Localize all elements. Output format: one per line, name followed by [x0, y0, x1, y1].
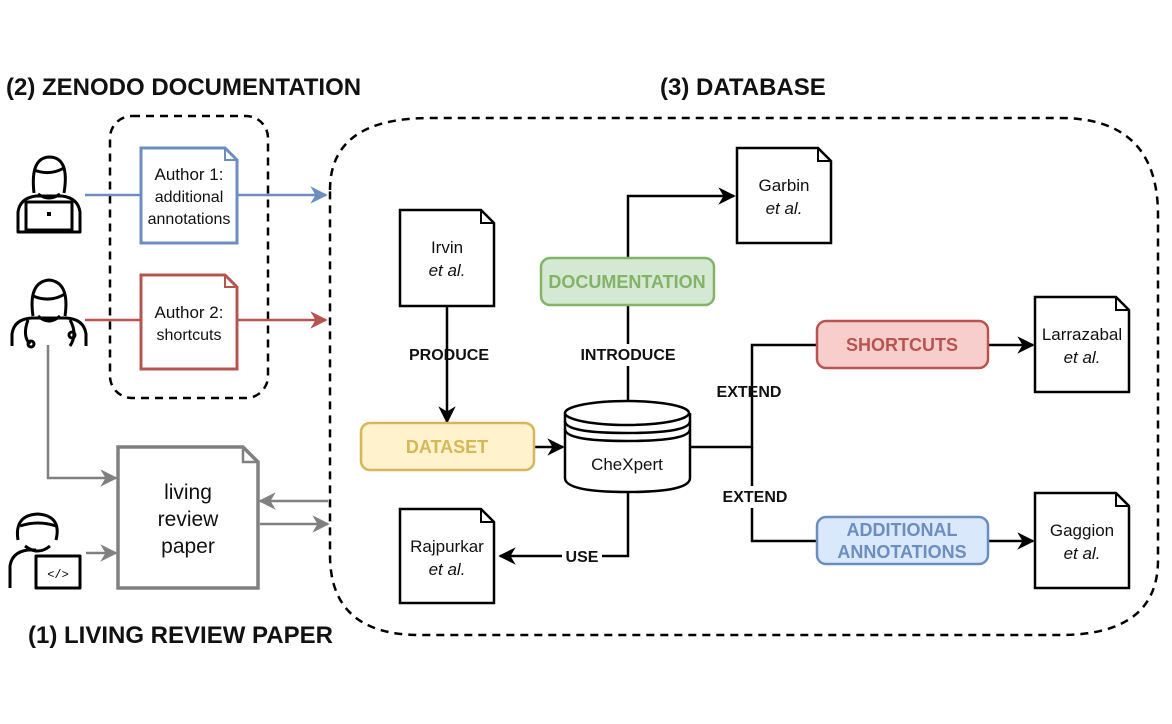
author2-line1: Author 2: — [155, 303, 224, 322]
doctor-to-paper-arrow — [46, 345, 118, 487]
doctor-stethoscope-icon — [10, 278, 88, 349]
dataset-label: DATASET — [406, 437, 488, 457]
svg-text:</>: </> — [47, 568, 69, 582]
shortcuts-label: SHORTCUTS — [846, 335, 958, 355]
shortcuts-tag: SHORTCUTS — [815, 319, 990, 370]
extend-bottom-label-bg — [716, 486, 794, 508]
additional-annotations-tag: ADDITIONAL ANNOTATIONS — [815, 515, 990, 566]
living-review-line2: review — [158, 508, 220, 531]
chexpert-database-icon: CheXpert — [563, 399, 692, 494]
extend-bottom-label: EXTEND — [723, 489, 788, 506]
extend-top-label: EXTEND — [717, 384, 782, 401]
irvin-doc: Irvin et al. — [398, 208, 496, 308]
garbin-doc: Garbin et al. — [735, 146, 833, 245]
produce-label: PRODUCE — [409, 347, 489, 364]
introduce-label: INTRODUCE — [580, 347, 675, 364]
use-label: USE — [566, 549, 599, 566]
larrazabal-doc: Larrazabal et al. — [1033, 295, 1131, 394]
gaggion-doc: Gaggion et al. — [1033, 491, 1131, 590]
garbin-etal: et al. — [766, 199, 803, 218]
rajpurkar-etal: et al. — [429, 560, 466, 579]
annotations-label: ANNOTATIONS — [837, 542, 966, 562]
extend-shortcuts-line — [690, 343, 817, 449]
author2-line2: shortcuts — [157, 327, 222, 344]
rajpurkar-name: Rajpurkar — [410, 537, 484, 556]
documentation-tag: DOCUMENTATION — [539, 256, 716, 307]
additional-label: ADDITIONAL — [847, 520, 958, 540]
introduce-label-bg — [574, 344, 682, 366]
living-review-line1: living — [164, 481, 212, 504]
extend-annotations-line — [750, 447, 817, 543]
documentation-label: DOCUMENTATION — [548, 272, 705, 292]
database-container — [328, 116, 1160, 637]
rajpurkar-doc: Rajpurkar et al. — [398, 507, 496, 605]
developer-icon: </> — [8, 512, 82, 590]
garbin-name: Garbin — [758, 176, 809, 195]
gaggion-etal: et al. — [1064, 544, 1101, 563]
living-review-line3: paper — [161, 535, 215, 558]
dataset-tag: DATASET — [359, 421, 536, 472]
doctor-laptop-icon — [16, 155, 82, 234]
larrazabal-name: Larrazabal — [1042, 325, 1122, 344]
gaggion-name: Gaggion — [1050, 521, 1114, 540]
author1-doc: Author 1: additional annotations — [139, 146, 239, 245]
irvin-name: Irvin — [431, 238, 463, 257]
introduce-arrow — [626, 187, 736, 404]
larrazabal-etal: et al. — [1064, 348, 1101, 367]
author1-line3: annotations — [148, 211, 231, 228]
author1-line1: Author 1: — [155, 165, 224, 184]
zenodo-container — [108, 114, 270, 400]
living-review-header: (1) LIVING REVIEW PAPER — [28, 622, 333, 649]
zenodo-header: (2) ZENODO DOCUMENTATION — [6, 74, 361, 101]
author1-line2: additional — [155, 189, 224, 206]
use-label-bg — [562, 546, 602, 568]
author2-doc: Author 2: shortcuts — [139, 273, 239, 371]
living-review-doc: living review paper — [116, 445, 260, 590]
chexpert-label: CheXpert — [591, 455, 663, 474]
database-header: (3) DATABASE — [660, 74, 826, 101]
irvin-etal: et al. — [429, 261, 466, 280]
use-arrow — [498, 490, 630, 565]
